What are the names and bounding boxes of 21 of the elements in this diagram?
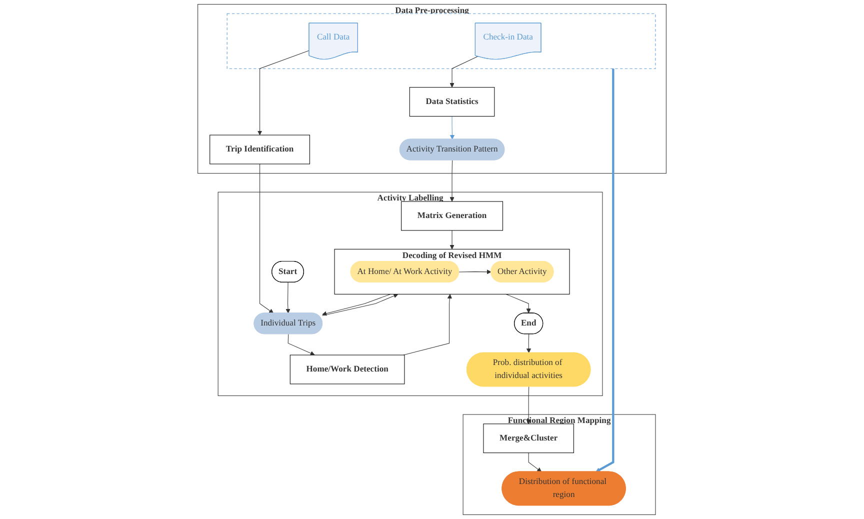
arrow [450, 56, 478, 88]
arrow [403, 294, 452, 356]
node-box: Trip Identification [210, 134, 310, 164]
arrow [257, 50, 310, 136]
arrow [450, 230, 454, 250]
arrow [450, 116, 455, 140]
arrow [288, 334, 315, 356]
arrow [528, 452, 542, 472]
arrow [506, 294, 531, 314]
cluster [226, 13, 656, 69]
node-box: Merge&Cluster [483, 424, 574, 454]
arrow [458, 270, 492, 274]
arrow [450, 160, 454, 202]
node-box: Home/Work Detection [290, 354, 405, 384]
arrow [526, 386, 531, 424]
arrow [596, 68, 614, 472]
arrow [286, 282, 290, 314]
arrow [526, 334, 532, 354]
node-box: Matrix Generation [401, 201, 504, 231]
node-box: Data Statistics [409, 87, 495, 117]
arrow [260, 164, 274, 314]
